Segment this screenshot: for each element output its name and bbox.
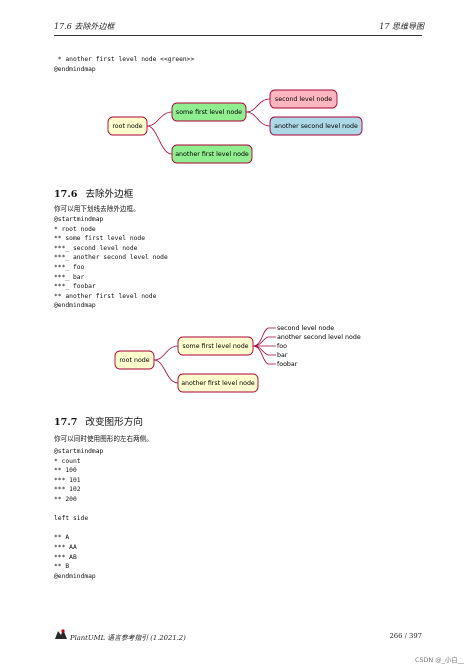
code-block-17-7: @startmindmap * count ** 100 *** 101 ***…: [54, 447, 103, 581]
mm2-leaf-label: foo: [277, 343, 287, 350]
mm2-leaf-label: second level node: [277, 325, 334, 332]
mm2-leaf-label: another second level node: [277, 334, 361, 341]
mm2-edge-root-upper: [153, 345, 179, 361]
header-rule: [54, 35, 422, 36]
mm1-first-upper-label: some first level node: [176, 109, 242, 116]
mm1-root-node: [107, 116, 148, 136]
mm2-first-lower-node: [177, 373, 259, 393]
mm1-second-a-node: [269, 89, 338, 109]
mm1-second-a-label: second level node: [275, 96, 332, 103]
code-line: ***_ foo: [54, 263, 85, 271]
code-line: * count: [54, 457, 81, 465]
section-text: 你可以同时使用图形的左右两侧。: [54, 435, 153, 443]
mm2-first-upper-node: [177, 336, 254, 356]
code-line: ** 200: [54, 495, 77, 503]
code-line: ***_ another second level node: [54, 254, 168, 262]
page-header: 17.6 去除外边框 17 思维导图: [48, 19, 426, 33]
mm2-first-upper-label: some first level node: [182, 343, 248, 350]
code-line: ** 100: [54, 467, 77, 475]
code-line: ** B: [54, 563, 70, 571]
code-line: ** another first level node: [54, 292, 157, 300]
code-line: @startmindmap: [54, 216, 104, 223]
mm2-leaf-label: foobar: [277, 361, 298, 368]
mm2-leaf-label: bar: [277, 352, 288, 359]
mm1-edge-upper-a: [245, 98, 271, 113]
mm1-second-b-label: another second level node: [274, 123, 358, 130]
mm1-edge-root-upper: [146, 111, 173, 127]
section-title: 去除外边框: [85, 189, 134, 200]
section-heading-17-6: 17.6 去除外边框: [54, 186, 133, 200]
code-line: @endmindmap: [54, 572, 96, 580]
section-number: 17.6: [54, 189, 78, 200]
mm1-first-lower-label: another first level node: [175, 151, 249, 158]
page-number: 266 / 397: [389, 632, 422, 640]
code-line: @endmindmap: [54, 302, 96, 310]
header-section: 17.6 去除外边框: [54, 22, 115, 31]
mm2-root-node: [114, 350, 155, 370]
code-line: ***_ second level node: [54, 244, 138, 252]
page-footer: PlantUML 语言参考指引 (1.2021.2) 266 / 397: [54, 629, 422, 645]
code-line: left side: [54, 515, 89, 523]
code-line: *** 101: [54, 476, 81, 484]
section-number: 17.7: [54, 417, 78, 428]
code-line: *** 102: [54, 486, 81, 494]
code-block-top: * another first level node <<green>> @en…: [54, 55, 194, 74]
mm1-first-lower-node: [171, 144, 253, 164]
mm2-root-label: root node: [119, 357, 149, 364]
mm1-first-upper-node: [171, 102, 247, 122]
watermark: CSDN @_小白__: [414, 656, 464, 664]
plantuml-logo-icon: [55, 629, 67, 639]
code-line: @startmindmap: [54, 448, 104, 455]
code-line: ***_ bar: [54, 273, 85, 281]
mm2-first-lower-label: another first level node: [181, 380, 255, 387]
code-line: *** AA: [54, 543, 77, 551]
header-chapter: 17 思维导图: [379, 22, 424, 31]
code-line: ** some first level node: [54, 235, 145, 243]
code-line: @endmindmap: [54, 65, 96, 73]
code-block-17-6: @startmindmap * root node ** some first …: [54, 215, 168, 311]
mm2-edge-root-lower: [153, 359, 179, 384]
section-title: 改变图形方向: [85, 417, 143, 428]
mm1-edge-upper-b: [245, 111, 271, 127]
mm1-second-b-node: [269, 116, 363, 136]
section-heading-17-7: 17.7 改变图形方向: [54, 414, 143, 428]
code-line: ** A: [54, 534, 70, 542]
mm1-root-label: root node: [112, 123, 142, 130]
code-line: * another first level node <<green>>: [54, 56, 195, 63]
footer-title: PlantUML 语言参考指引 (1.2021.2): [70, 634, 186, 642]
section-text: 你可以用下划线去除外边框。: [54, 205, 140, 213]
mm1-edge-root-lower: [146, 125, 173, 155]
code-line: ***_ foobar: [54, 283, 96, 291]
code-line: *** AB: [54, 553, 77, 561]
mm2-edge-leaf-5: [252, 345, 276, 365]
code-line: * root node: [54, 225, 96, 233]
